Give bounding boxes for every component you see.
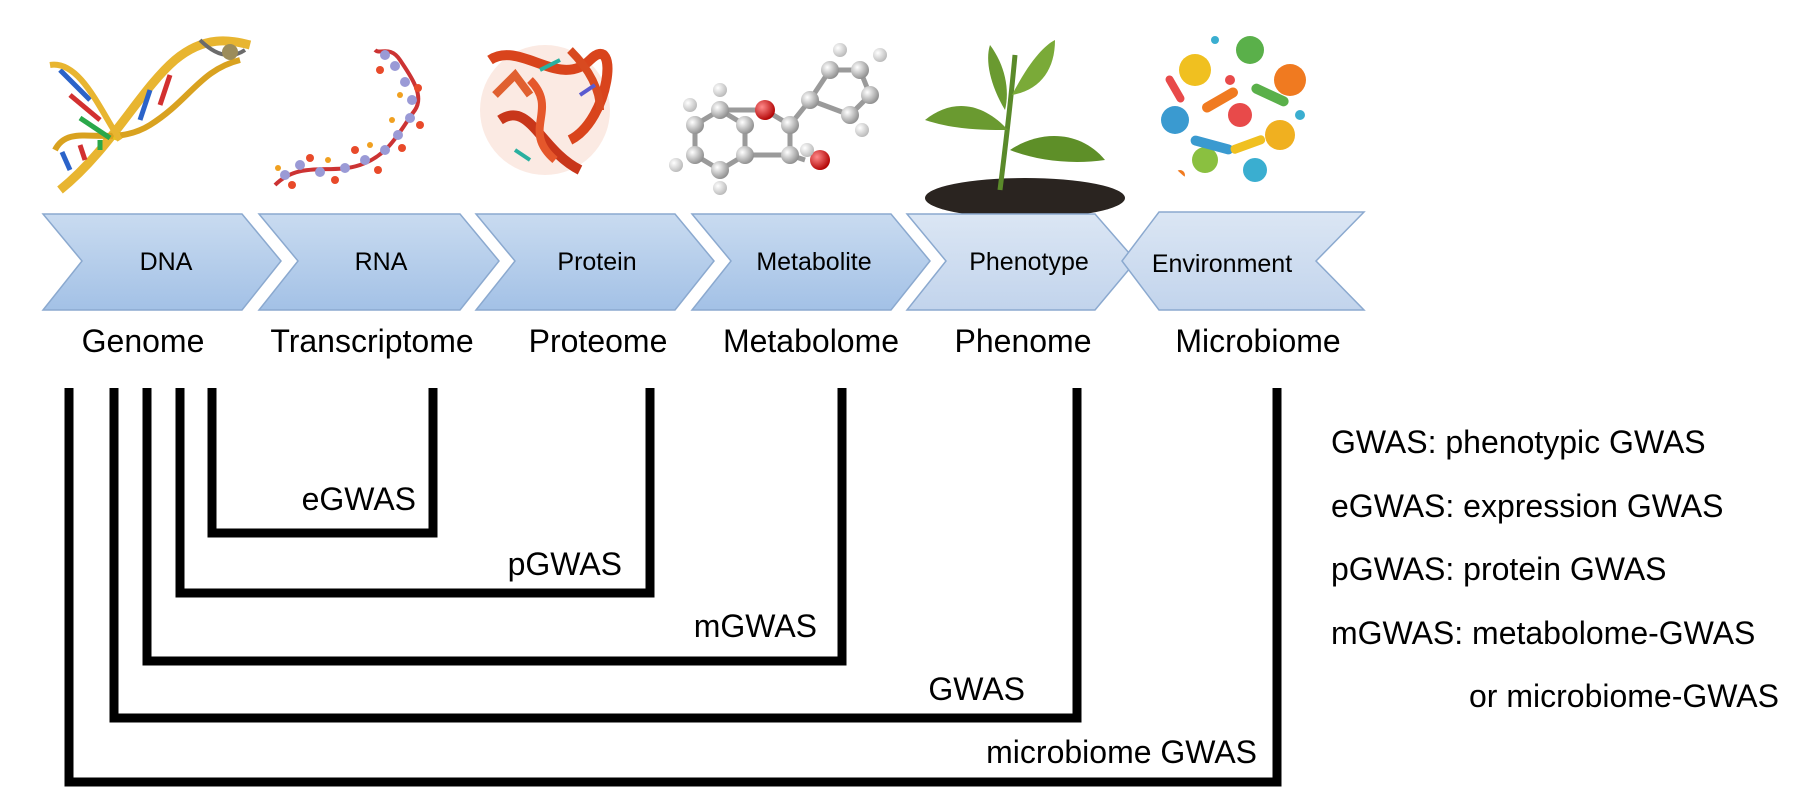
chevron-label-protein: Protein [557,248,636,276]
omic-labels: Genome Transcriptome Proteome Metabolome… [82,323,1341,359]
legend-item-mgwas-alt: or microbiome-GWAS [1469,678,1779,714]
legend-item-gwas: GWAS: phenotypic GWAS [1331,424,1706,460]
omic-label-transcriptome: Transcriptome [270,323,473,359]
bracket-mgwas [142,388,847,666]
microbes-icon [1153,30,1317,194]
bracket-label-egwas: eGWAS [302,481,416,517]
omic-label-metabolome: Metabolome [723,323,899,359]
gwas-brackets [64,388,1282,787]
chevron-environment: Environment [1121,211,1366,311]
omic-label-phenome: Phenome [955,323,1092,359]
chevron-label-rna: RNA [355,248,408,276]
rna-strand-icon [273,48,424,189]
protein-ribbon-icon [480,45,613,175]
bracket-egwas [207,388,438,538]
plant-seedling-icon [925,40,1125,218]
omic-label-proteome: Proteome [529,323,668,359]
bracket-label-mgwas: mGWAS [694,608,817,644]
bracket-label-microbiome-gwas: microbiome GWAS [986,734,1257,770]
bracket-microbiome-gwas [64,388,1282,787]
chevron-label-dna: DNA [140,248,193,276]
bracket-gwas [109,388,1082,723]
chevron-phenotype: Phenotype [905,213,1137,311]
bracket-label-gwas: GWAS [928,671,1025,707]
legend-item-pgwas: pGWAS: protein GWAS [1331,551,1667,587]
bracket-pgwas [175,388,655,598]
legend: GWAS: phenotypic GWAS eGWAS: expression … [1331,424,1779,714]
bracket-label-pgwas: pGWAS [508,546,622,582]
chevron-row: DNA RNA Protein Metabolite Phenotype Env… [41,211,1366,311]
chevron-label-environment: Environment [1152,250,1292,278]
omic-label-microbiome: Microbiome [1175,323,1340,359]
molecule-icon [669,43,887,195]
chevron-label-metabolite: Metabolite [756,248,871,276]
omic-label-genome: Genome [82,323,205,359]
legend-item-mgwas: mGWAS: metabolome-GWAS [1331,615,1755,651]
bracket-labels: eGWAS pGWAS mGWAS GWAS microbiome GWAS [302,481,1257,770]
chevron-protein: Protein [474,213,715,311]
chevron-dna: DNA [41,213,282,311]
legend-item-egwas: eGWAS: expression GWAS [1331,488,1723,524]
chevron-rna: RNA [257,213,500,311]
dna-helix-icon [49,36,252,194]
chevron-label-phenotype: Phenotype [969,248,1089,276]
chevron-metabolite: Metabolite [690,213,931,311]
